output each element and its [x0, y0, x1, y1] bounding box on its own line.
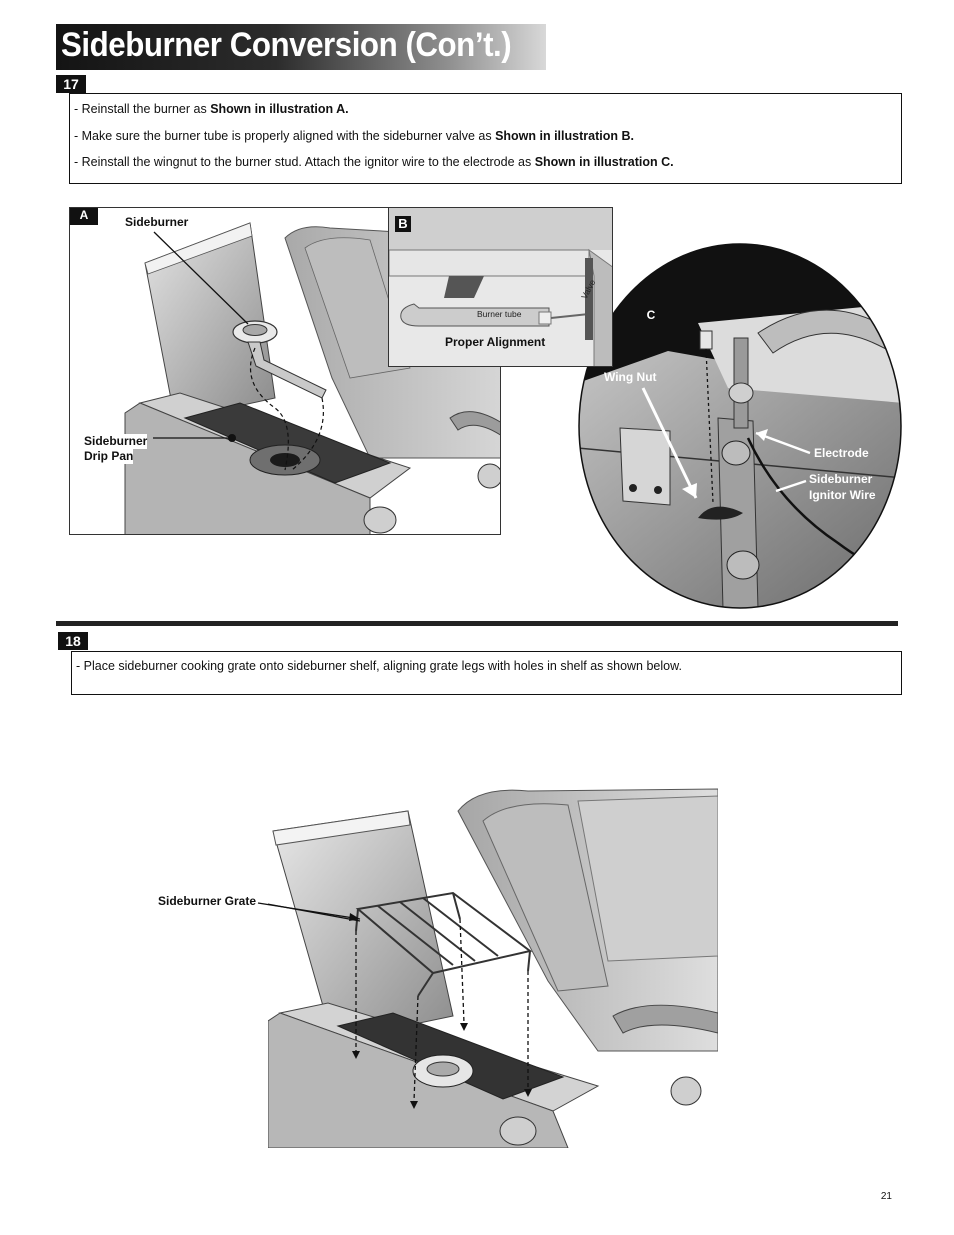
- label-ignitor-line1: Sideburner: [809, 472, 873, 486]
- illustration-b: B Burner tube Valve Proper Alignment: [388, 207, 613, 367]
- step-17-line-1: - Reinstall the burner as Shown in illus…: [74, 102, 349, 116]
- step-18-instructions: - Place sideburner cooking grate onto si…: [71, 651, 902, 695]
- label-proper-alignment: Proper Alignment: [445, 335, 546, 349]
- step-17-badge: 17: [56, 75, 86, 93]
- illustration-c-drawing: [578, 243, 902, 609]
- page-title: Sideburner Conversion (Con’t.): [61, 26, 512, 64]
- step-18-line-1: - Place sideburner cooking grate onto si…: [76, 659, 682, 673]
- label-burner-tube: Burner tube: [477, 309, 522, 319]
- page-number: 21: [880, 1191, 892, 1202]
- step-17-line-2: - Make sure the burner tube is properly …: [74, 129, 634, 143]
- label-wing-nut: Wing Nut: [604, 370, 657, 384]
- section-divider: [56, 621, 898, 626]
- step-18-badge: 18: [58, 632, 88, 650]
- label-electrode: Electrode: [814, 446, 869, 460]
- label-drip-pan-line2: Drip Pan: [84, 449, 134, 464]
- label-ignitor-line2: Ignitor Wire: [809, 488, 876, 502]
- illustration-grate-drawing: [268, 788, 718, 1148]
- illustration-c-tag: C: [638, 306, 664, 324]
- illustration-grate: [268, 781, 718, 1148]
- label-sideburner-grate: Sideburner Grate: [158, 894, 257, 908]
- page-title-bar: Sideburner Conversion (Con’t.): [56, 24, 546, 70]
- label-drip-pan-line1: Sideburner: [84, 434, 148, 449]
- label-sideburner: Sideburner: [125, 215, 189, 229]
- grate-leader-line: [257, 902, 361, 921]
- illustration-c: C Wing Nut Electrode Sideburner Ignitor …: [578, 243, 904, 609]
- illustration-b-tag: B: [395, 216, 411, 232]
- illustration-a-tag: A: [70, 208, 98, 225]
- step-17-line-3: - Reinstall the wingnut to the burner st…: [74, 155, 674, 169]
- illustration-b-drawing: [389, 208, 612, 366]
- step-17-instructions: - Reinstall the burner as Shown in illus…: [69, 93, 902, 184]
